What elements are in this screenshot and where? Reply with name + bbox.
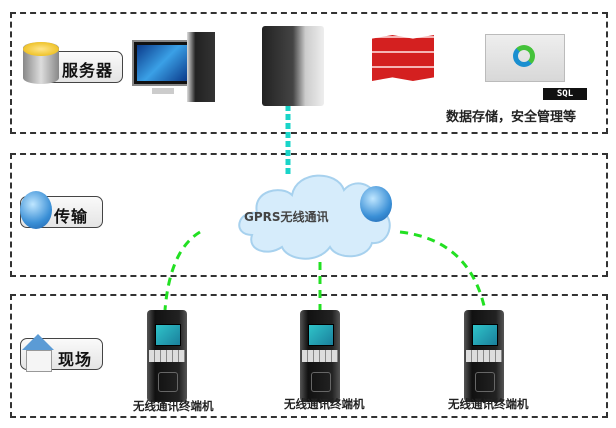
tower-server-icon bbox=[262, 26, 324, 106]
wireless-terminal-1 bbox=[147, 310, 187, 402]
transport-zone bbox=[10, 153, 608, 277]
desktop-computer-icon bbox=[132, 28, 217, 103]
server-caption: 数据存储，安全管理等 bbox=[446, 110, 577, 125]
layer-label-text: 服务器 bbox=[62, 61, 114, 80]
field-zone bbox=[10, 294, 608, 418]
house-icon bbox=[22, 334, 54, 372]
layer-label-text: 现场 bbox=[58, 350, 93, 369]
sql-badge: SQL bbox=[543, 88, 587, 100]
wireless-terminal-2 bbox=[300, 310, 340, 402]
firewall-icon bbox=[372, 35, 434, 81]
wireless-link-1 bbox=[163, 230, 201, 311]
wireless-terminal-3 bbox=[464, 310, 504, 402]
globe-icon bbox=[360, 186, 392, 222]
globe-icon bbox=[20, 191, 52, 229]
terminal-caption: 无线通讯终端机 bbox=[284, 397, 365, 411]
terminal-caption: 无线通讯终端机 bbox=[448, 397, 529, 411]
server-zone bbox=[10, 12, 608, 134]
layer-label-text: 传输 bbox=[54, 207, 89, 226]
database-icon bbox=[23, 42, 59, 84]
terminal-caption: 无线通讯终端机 bbox=[133, 399, 214, 413]
wireless-link-3 bbox=[399, 230, 487, 311]
cloud-label: GPRS无线通讯 bbox=[244, 210, 329, 224]
sql-database-icon bbox=[485, 34, 565, 82]
